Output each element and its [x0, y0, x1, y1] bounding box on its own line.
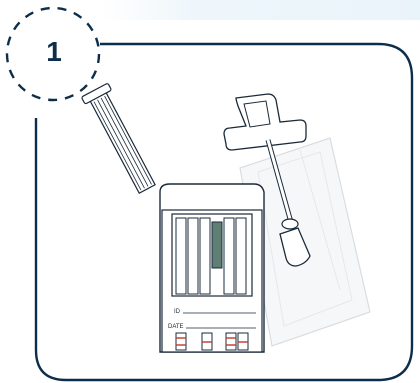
test-cup-icon: ID DATE	[160, 184, 264, 352]
step-number: 1	[34, 36, 74, 68]
test-strip-highlight	[212, 222, 222, 268]
cup-id-label: ID	[174, 309, 181, 315]
cup-date-label: DATE	[168, 324, 184, 330]
